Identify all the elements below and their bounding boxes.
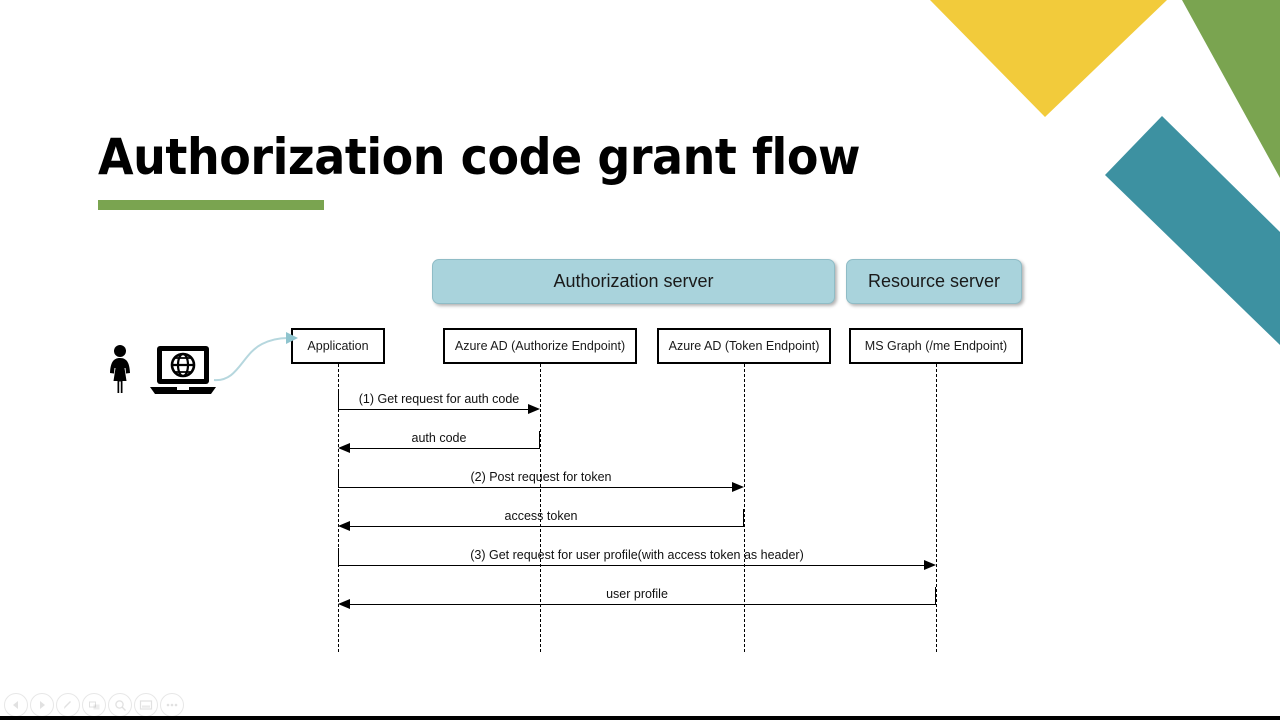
laptop-globe-icon: [150, 346, 216, 394]
message-arrowhead-3: [732, 482, 744, 492]
actor-label: MS Graph (/me Endpoint): [864, 339, 1008, 353]
message-line-5: [338, 565, 926, 566]
lifeline-ms-graph-me-endpoint: [936, 364, 937, 652]
actor-label: Azure AD (Authorize Endpoint): [454, 339, 626, 353]
all-slides-button[interactable]: [82, 693, 106, 717]
next-slide-button[interactable]: [30, 693, 54, 717]
message-origin-stub-2: [539, 431, 540, 449]
actor-azure-ad-token-endpoint: Azure AD (Token Endpoint): [657, 328, 831, 364]
message-line-1: [338, 409, 530, 410]
actor-application: Application: [291, 328, 385, 364]
message-line-4: [350, 526, 744, 527]
title-underline-rule: [98, 200, 324, 210]
message-label-1: (1) Get request for auth code: [358, 392, 520, 406]
page-title: Authorization code grant flow: [98, 128, 861, 186]
person-icon: [110, 345, 130, 393]
message-arrowhead-5: [924, 560, 936, 570]
bottom-letterbox-bar: [0, 716, 1280, 720]
message-origin-stub-3: [338, 470, 339, 488]
lifeline-azure-ad-authorize-endpoint: [540, 364, 541, 652]
message-arrowhead-4: [338, 521, 350, 531]
curved-arrow-icon: [213, 332, 298, 382]
message-origin-stub-5: [338, 548, 339, 566]
actor-label: Azure AD (Token Endpoint): [668, 339, 820, 353]
actor-label: Application: [307, 339, 369, 353]
message-origin-stub-6: [935, 587, 936, 605]
actor-azure-ad-authorize-endpoint: Azure AD (Authorize Endpoint): [443, 328, 637, 364]
message-label-3: (2) Post request for token: [470, 470, 612, 484]
message-arrowhead-2: [338, 443, 350, 453]
message-origin-stub-1: [338, 392, 339, 410]
magnifier-icon[interactable]: [108, 693, 132, 717]
actor-ms-graph-me-endpoint: MS Graph (/me Endpoint): [849, 328, 1023, 364]
previous-slide-button[interactable]: [4, 693, 28, 717]
presenter-view-button[interactable]: [134, 693, 158, 717]
message-line-6: [350, 604, 936, 605]
group-authorization-server: Authorization server: [432, 259, 835, 304]
message-label-4: access token: [504, 509, 578, 523]
pen-icon[interactable]: [56, 693, 80, 717]
lifeline-azure-ad-token-endpoint: [744, 364, 745, 652]
ellipsis-icon[interactable]: [160, 693, 184, 717]
lifeline-application: [338, 364, 339, 652]
message-label-5: (3) Get request for user profile(with ac…: [470, 548, 804, 562]
message-line-2: [350, 448, 540, 449]
message-origin-stub-4: [743, 509, 744, 527]
group-label: Resource server: [867, 271, 1001, 291]
group-label: Authorization server: [553, 271, 714, 291]
message-arrowhead-6: [338, 599, 350, 609]
message-label-2: auth code: [411, 431, 467, 445]
message-line-3: [338, 487, 734, 488]
message-label-6: user profile: [606, 587, 668, 601]
message-arrowhead-1: [528, 404, 540, 414]
group-resource-server: Resource server: [846, 259, 1022, 304]
